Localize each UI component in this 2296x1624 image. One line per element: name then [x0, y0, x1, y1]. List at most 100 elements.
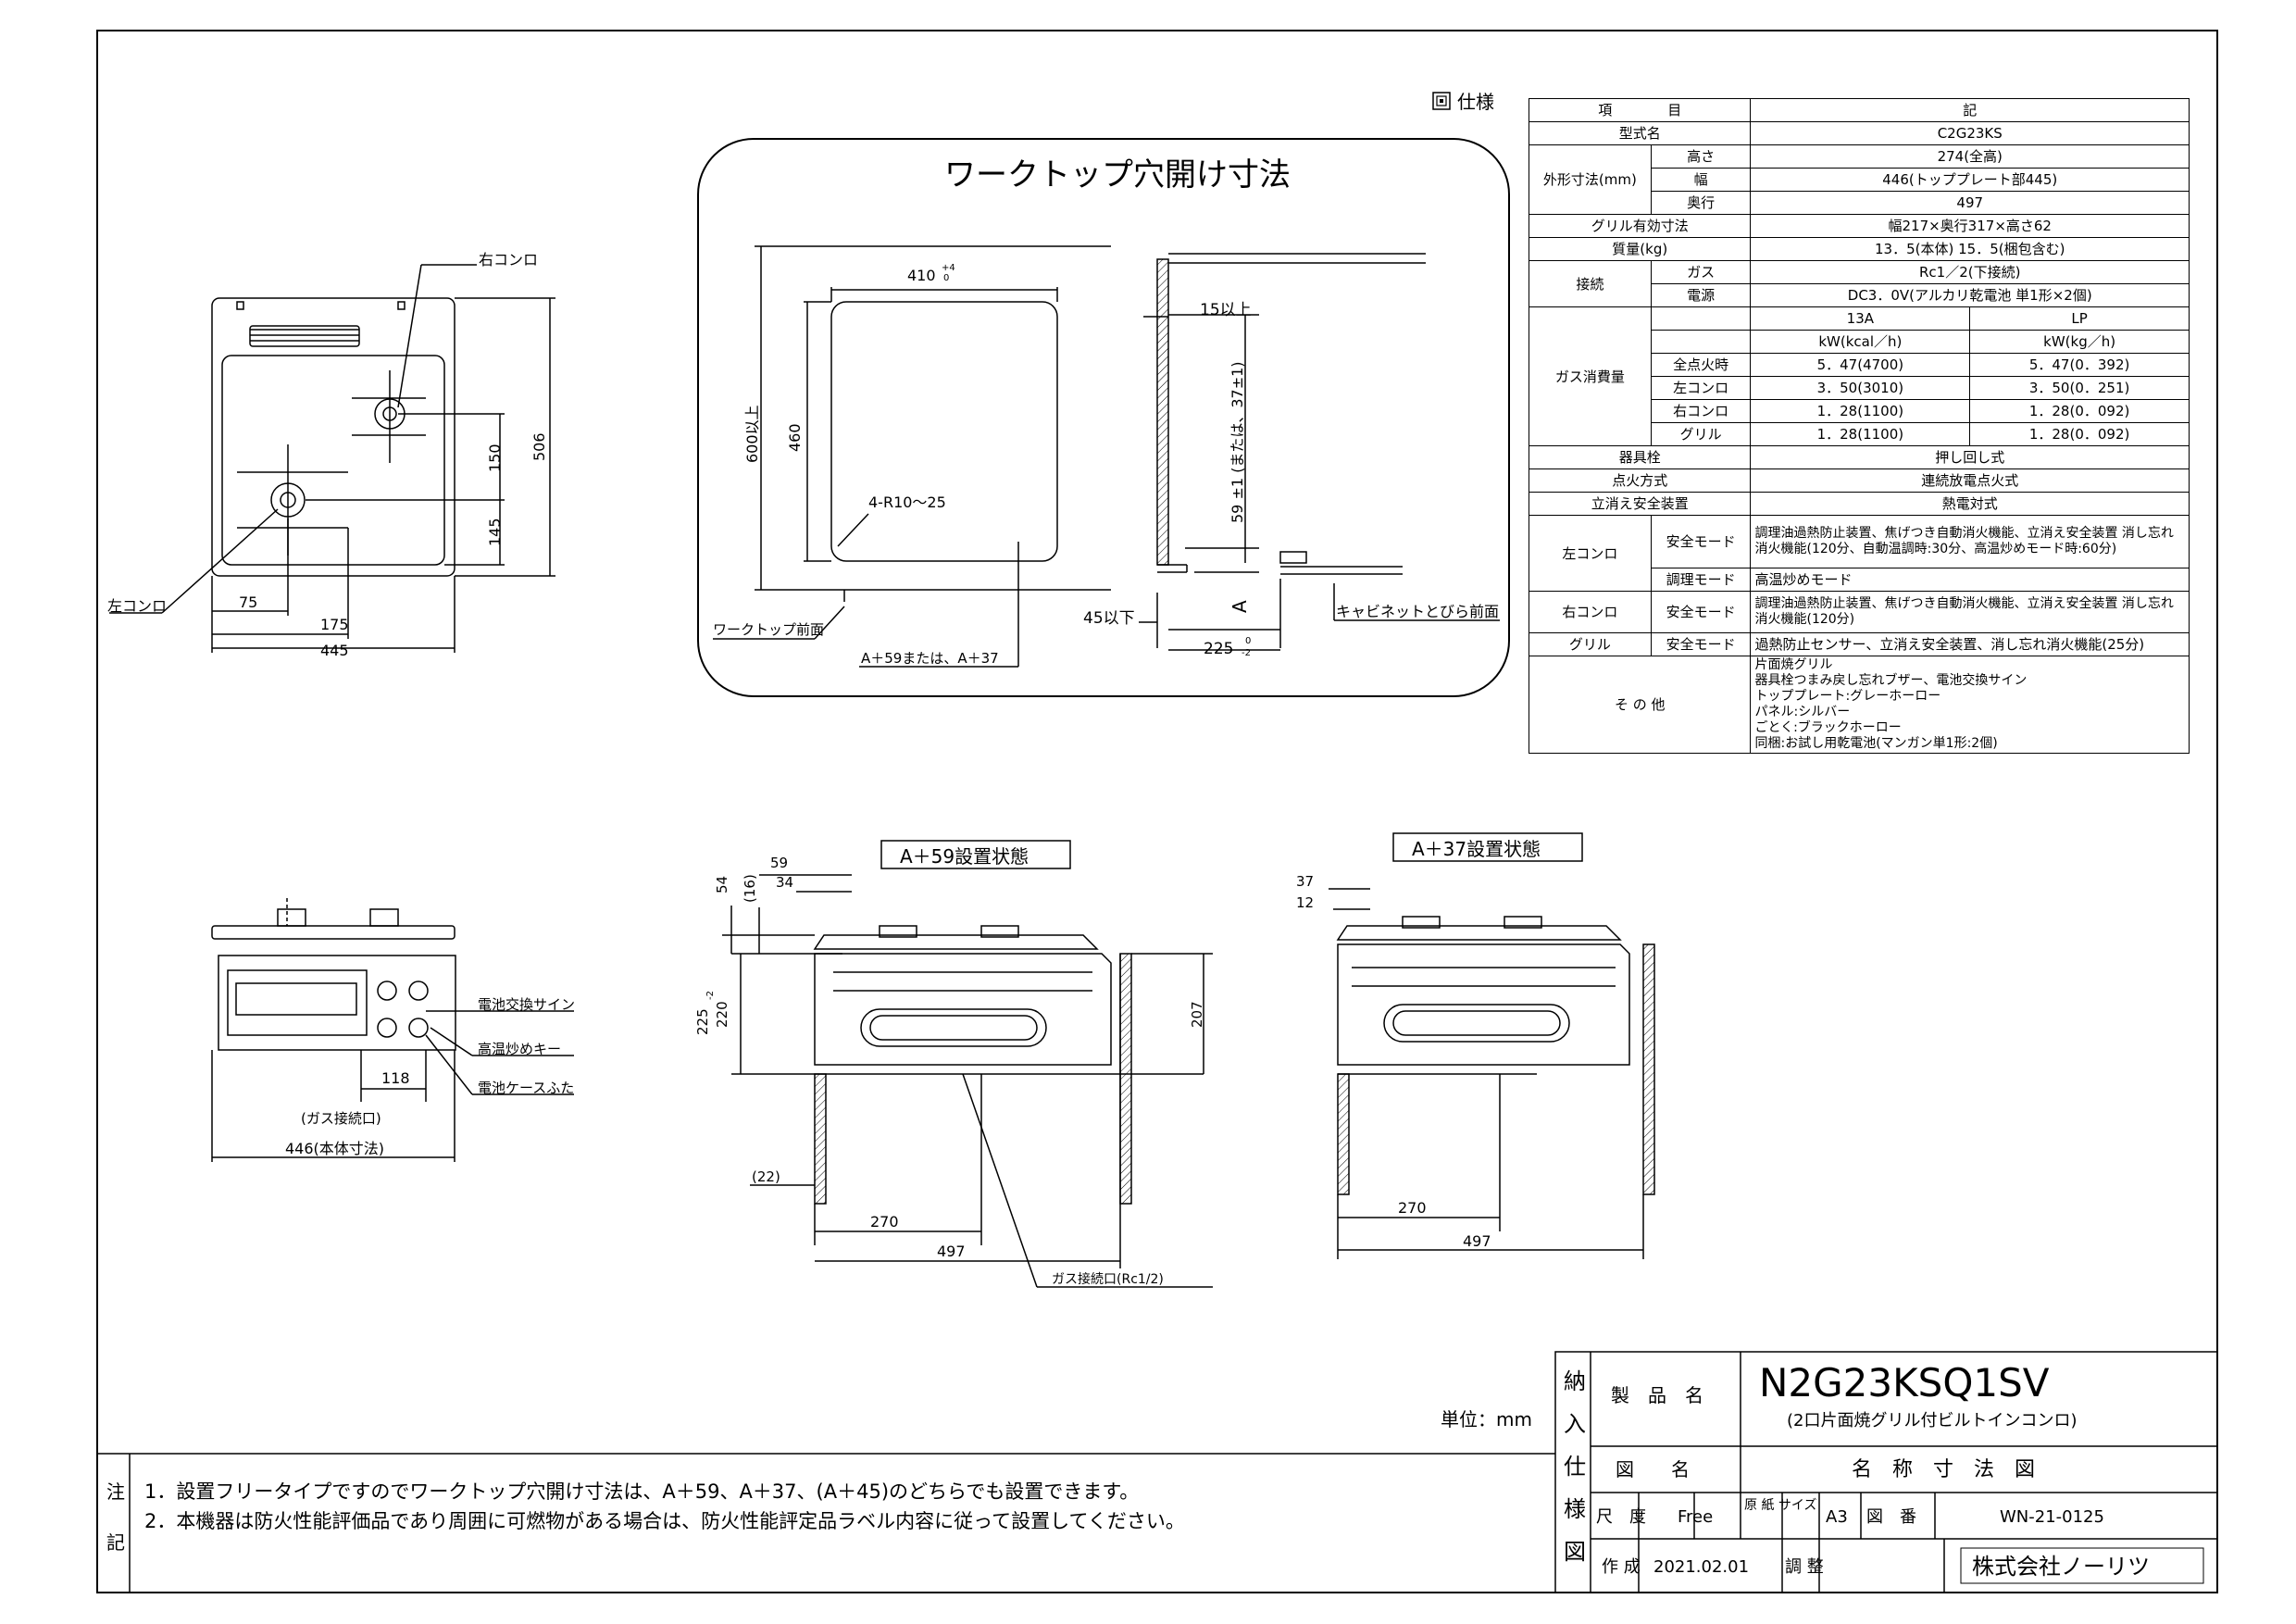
- tol-225-minus: -2: [1242, 648, 1251, 658]
- spec-grill-label: グリル有効寸法: [1528, 214, 1752, 238]
- notes-box: [97, 1453, 1555, 1593]
- gas-inlet-side: ガス接続口(Rc1/2): [1052, 1271, 1164, 1287]
- side37-title-box: [1392, 832, 1583, 862]
- dim-270-37: 270: [1398, 1199, 1427, 1217]
- spec-grill-safe-value: 過熱防止センサー、立消え安全装置、消し忘れ消火機能(25分): [1750, 632, 2190, 656]
- spec-other-line: パネル:シルバー: [1754, 705, 1851, 719]
- spec-col-13a: 13A: [1750, 306, 1971, 331]
- worktop-section: [1139, 253, 1500, 651]
- corner-radius: 4-R10～25: [868, 493, 946, 511]
- spec-icon: [1432, 92, 1451, 110]
- number-value: WN-21-0125: [2000, 1507, 2104, 1527]
- spec-col-lp: LP: [1969, 306, 2190, 331]
- spec-depth-label: 奥行: [1650, 191, 1752, 215]
- dim-497-59: 497: [937, 1243, 966, 1260]
- scale-value: Free: [1678, 1507, 1713, 1527]
- spec-gas-value: Rc1／2(下接続): [1750, 260, 2190, 284]
- spec-right-safe-value: 調理油過熱防止装置、焦げつき自動消火機能、立消え安全装置 消し忘れ消火機能(12…: [1750, 591, 2190, 633]
- spec-gas-label: ガス: [1650, 260, 1752, 284]
- made-label: 作 成: [1602, 1557, 1641, 1577]
- front-view: [211, 898, 574, 1162]
- spec-dims-label: 外形寸法(mm): [1529, 144, 1652, 215]
- dim-34-side: 34: [776, 874, 793, 891]
- side37-view: [1329, 888, 1655, 1259]
- cabinet-front: キャビネットとびら前面: [1336, 603, 1499, 620]
- drawing-name: 名 称 寸 法 図: [1852, 1458, 2035, 1481]
- worktop-panel: [697, 138, 1510, 697]
- spec-grill-safe-mode: 安全モード: [1650, 632, 1752, 656]
- dim-270-59: 270: [870, 1213, 899, 1230]
- spec-header-note: 記: [1750, 98, 2190, 122]
- dim-446: 446(本体寸法): [285, 1140, 384, 1157]
- spec-ignition-label: 点火方式: [1528, 468, 1752, 493]
- spec-row-13a: 1．28(1100): [1750, 422, 1971, 446]
- worktop-title: ワークトップ穴開け寸法: [944, 156, 1291, 194]
- spec-row-label: グリル: [1650, 422, 1752, 446]
- a-label: A＋59または、A＋37: [861, 650, 999, 667]
- dim-75: 75: [239, 593, 257, 611]
- adjust-label: 調 整: [1785, 1557, 1824, 1577]
- spec-other-value: 片面焼グリル 器具栓つまみ戻し忘れブザー、電池交換サイン トッププレート:グレー…: [1750, 656, 2190, 754]
- spec-safety-value: 熱電対式: [1750, 492, 2190, 516]
- spec-power-value: DC3．0V(アルカリ乾電池 単1形×2個): [1750, 283, 2190, 307]
- product-desc: (2口片面焼グリル付ビルトインコンロ): [1787, 1411, 2078, 1430]
- spec-unit-13a: kW(kcal／h): [1750, 330, 1971, 354]
- spec-conn-label: 接続: [1529, 260, 1652, 307]
- dim-175: 175: [320, 616, 349, 633]
- spec-row-13a: 3．50(3010): [1750, 376, 1971, 400]
- spec-other-line: 器具栓つまみ戻し忘れブザー、電池交換サイン: [1754, 673, 2028, 688]
- paper-value: A3: [1826, 1507, 1848, 1527]
- tol-410-zero: 0: [943, 273, 949, 283]
- note-line-2: 2．本機器は防火性能評価品であり周囲に可燃物がある場合は、防火性能評定品ラベル内…: [144, 1510, 1185, 1532]
- spec-height-label: 高さ: [1650, 144, 1752, 169]
- paper-label: 原 紙 サイズ: [1744, 1498, 1816, 1513]
- spec-left-cook-mode: 調理モード: [1650, 568, 1752, 592]
- spec-row-lp: 1．28(0．092): [1969, 422, 2190, 446]
- tol-225-zero: 0: [1245, 636, 1251, 646]
- spec-other-label: そ の 他: [1528, 656, 1752, 754]
- dim-225: 225: [1204, 640, 1233, 658]
- spec-mass-label: 質量(kg): [1528, 237, 1752, 261]
- spec-row-label: 全点火時: [1650, 353, 1752, 377]
- scale-label: 尺 度: [1596, 1507, 1646, 1527]
- spec-ignition-value: 連続放電点火式: [1750, 468, 2190, 493]
- left-burner-label: 左コンロ: [107, 597, 167, 615]
- spec-model-label: 型式名: [1528, 121, 1752, 145]
- dim-15: 15以上: [1200, 301, 1252, 319]
- spec-left-safe-mode: 安全モード: [1650, 515, 1752, 568]
- dim-220: 220: [714, 1001, 730, 1028]
- dim-460: 460: [786, 423, 804, 452]
- side37-title: A＋37設置状態: [1412, 838, 1541, 860]
- svg-text:株式会社ノーリツ: 株式会社ノーリツ: [1972, 1554, 2150, 1580]
- dim-506: 506: [530, 432, 548, 461]
- spec-row-label: 右コンロ: [1650, 399, 1752, 423]
- dim-37-side: 37: [1296, 873, 1314, 890]
- spec-width-value: 446(トッププレート部445): [1750, 168, 2190, 192]
- dim-497-37: 497: [1463, 1232, 1491, 1250]
- spec-right-label: 右コンロ: [1529, 591, 1652, 633]
- drawing-label: 図 名: [1616, 1458, 1690, 1480]
- tb-v-3: 仕: [1564, 1454, 1586, 1480]
- side59-view: [722, 874, 1213, 1288]
- worktop-front: ワークトップ前面: [713, 621, 824, 638]
- spec-other-line: 同梱:お試し用乾電池(マンガン単1形:2個): [1754, 736, 1998, 751]
- spec-valve-label: 器具栓: [1528, 445, 1752, 469]
- dim-207: 207: [1189, 1001, 1205, 1028]
- dim-59: 59 ±1 (または、37±1): [1229, 361, 1246, 523]
- spec-model-value: C2G23KS: [1750, 121, 2190, 145]
- dim-12-side: 12: [1296, 894, 1314, 911]
- spec-height-value: 274(全高): [1750, 144, 2190, 169]
- tol-410-plus: +4: [942, 263, 955, 273]
- spec-left-label: 左コンロ: [1529, 515, 1652, 592]
- dim-118: 118: [381, 1069, 410, 1087]
- notes-label-bottom: 記: [106, 1531, 125, 1554]
- title-block: [1554, 1351, 2218, 1593]
- spec-row-13a: 5．47(4700): [1750, 353, 1971, 377]
- spec-unit-lp: kW(kg／h): [1969, 330, 2190, 354]
- dim-45: 45以下: [1083, 609, 1135, 628]
- spec-row-lp: 5．47(0．392): [1969, 353, 2190, 377]
- hot-key-label: 高温炒めキー: [478, 1041, 561, 1057]
- number-label: 図 番: [1866, 1507, 1916, 1527]
